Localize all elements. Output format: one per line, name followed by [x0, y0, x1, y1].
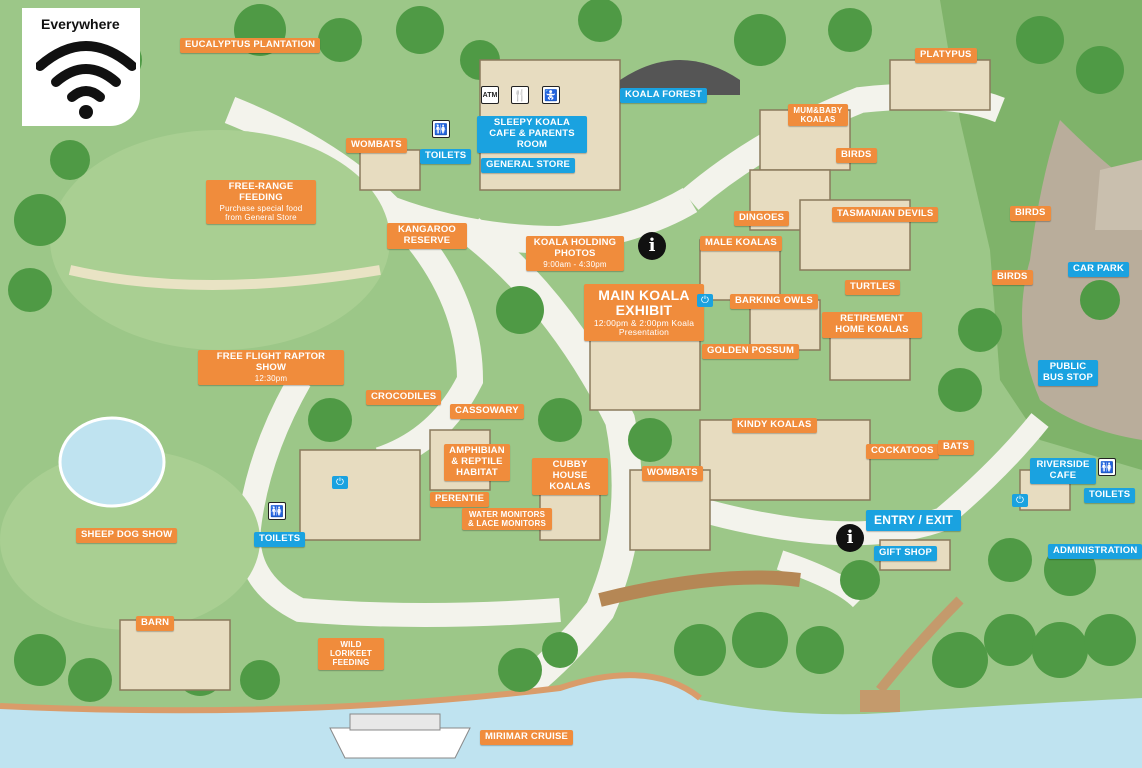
label-riverside-cafe[interactable]: Riverside Cafe	[1030, 458, 1096, 484]
label-tasmanian-devils[interactable]: Tasmanian Devils	[832, 207, 939, 222]
label-toilets-left[interactable]: Toilets	[254, 532, 306, 547]
toilet-icon: 🚻	[268, 502, 286, 520]
main-koala-title: Main Koala Exhibit	[598, 287, 690, 319]
free-range-title: Free-Range Feeding	[228, 181, 294, 203]
atm-icon: ATM	[481, 86, 499, 104]
label-crocodiles[interactable]: Crocodiles	[366, 390, 442, 405]
label-car-park[interactable]: Car Park	[1068, 262, 1130, 277]
label-gift-shop[interactable]: Gift Shop	[874, 546, 937, 561]
main-koala-times: 12:00pm & 2:00pm Koala Presentation	[593, 317, 695, 338]
label-birds-2[interactable]: Birds	[1010, 206, 1051, 221]
info-icon-entry[interactable]: i	[836, 524, 864, 552]
baby-change-icon: 🚼	[542, 86, 560, 104]
label-main-koala-exhibit[interactable]: Main Koala Exhibit 12:00pm & 2:00pm Koal…	[584, 284, 704, 342]
label-eucalyptus-plantation[interactable]: Eucalyptus Plantation	[180, 38, 321, 53]
label-amphibian-reptile-habitat[interactable]: Amphibian & Reptile Habitat	[444, 444, 510, 481]
toilet-icon: 🚻	[432, 120, 450, 138]
label-golden-possum[interactable]: Golden Possum	[702, 344, 800, 359]
usb-charging-icon: ⏻	[697, 294, 713, 307]
label-wild-lorikeet-feeding[interactable]: Wild Lorikeet Feeding	[318, 638, 384, 670]
label-mirimar-cruise[interactable]: Mirimar Cruise	[480, 730, 574, 745]
label-public-bus-stop[interactable]: Public Bus Stop	[1038, 360, 1098, 386]
label-general-store[interactable]: General Store	[481, 158, 576, 173]
label-mum-baby-koalas[interactable]: Mum&Baby Koalas	[788, 104, 848, 127]
label-kindy-koalas[interactable]: Kindy Koalas	[732, 418, 817, 433]
label-retirement-home-koalas[interactable]: Retirement Home Koalas	[822, 312, 922, 338]
label-bats[interactable]: Bats	[938, 440, 974, 455]
toilet-icon: 🚻	[1098, 458, 1116, 476]
raptor-show-time: 12:30pm	[254, 373, 288, 383]
label-free-range-feeding[interactable]: Free-Range Feeding Purchase special food…	[206, 180, 316, 225]
raptor-show-title: Free Flight Raptor Show	[216, 351, 326, 373]
label-cubby-house-koalas[interactable]: Cubby House Koalas	[532, 458, 608, 495]
wifi-icon	[36, 41, 136, 119]
label-kangaroo-reserve[interactable]: Kangaroo Reserve	[387, 223, 467, 249]
restaurant-icon: 🍴	[511, 86, 529, 104]
label-birds-3[interactable]: Birds	[992, 270, 1033, 285]
usb-charging-icon: ⏻	[1012, 494, 1028, 507]
label-free-flight-raptor-show[interactable]: Free Flight Raptor Show 12:30pm	[198, 350, 344, 386]
koala-holding-times: 9:00am - 4:30pm	[543, 259, 607, 269]
label-wombats-mid[interactable]: Wombats	[642, 466, 703, 481]
wifi-label: Everywhere	[41, 16, 120, 32]
label-water-lace-monitors[interactable]: Water Monitors & Lace Monitors	[462, 508, 552, 531]
label-perentie[interactable]: Perentie	[430, 492, 490, 507]
label-administration[interactable]: Administration	[1048, 544, 1142, 559]
koala-holding-title: Koala Holding Photos	[533, 237, 617, 259]
label-cassowary[interactable]: Cassowary	[450, 404, 524, 419]
label-sheep-dog-show[interactable]: Sheep Dog Show	[76, 528, 178, 543]
label-koala-holding-photos[interactable]: Koala Holding Photos 9:00am - 4:30pm	[526, 236, 624, 272]
free-range-subtitle: Purchase special food from General Store	[219, 203, 303, 223]
label-toilets-right[interactable]: Toilets	[1084, 488, 1136, 503]
label-entry-exit[interactable]: Entry / Exit	[866, 510, 962, 532]
label-koala-forest[interactable]: Koala Forest	[620, 88, 707, 103]
label-turtles[interactable]: Turtles	[845, 280, 901, 295]
label-sleepy-koala-cafe[interactable]: Sleepy Koala Cafe & Parents Room	[477, 116, 587, 153]
label-barn[interactable]: Barn	[136, 616, 175, 631]
label-cockatoos[interactable]: Cockatoos	[866, 444, 939, 459]
label-birds-1[interactable]: Birds	[836, 148, 877, 163]
usb-charging-icon: ⏻	[332, 476, 348, 489]
label-toilets-top[interactable]: Toilets	[420, 149, 472, 164]
label-dingoes[interactable]: Dingoes	[734, 211, 790, 226]
label-platypus[interactable]: Platypus	[915, 48, 977, 63]
label-male-koalas[interactable]: Male Koalas	[700, 236, 782, 251]
label-wombats-top[interactable]: Wombats	[346, 138, 407, 153]
info-icon-top[interactable]: i	[638, 232, 666, 260]
label-barking-owls[interactable]: Barking Owls	[730, 294, 818, 309]
